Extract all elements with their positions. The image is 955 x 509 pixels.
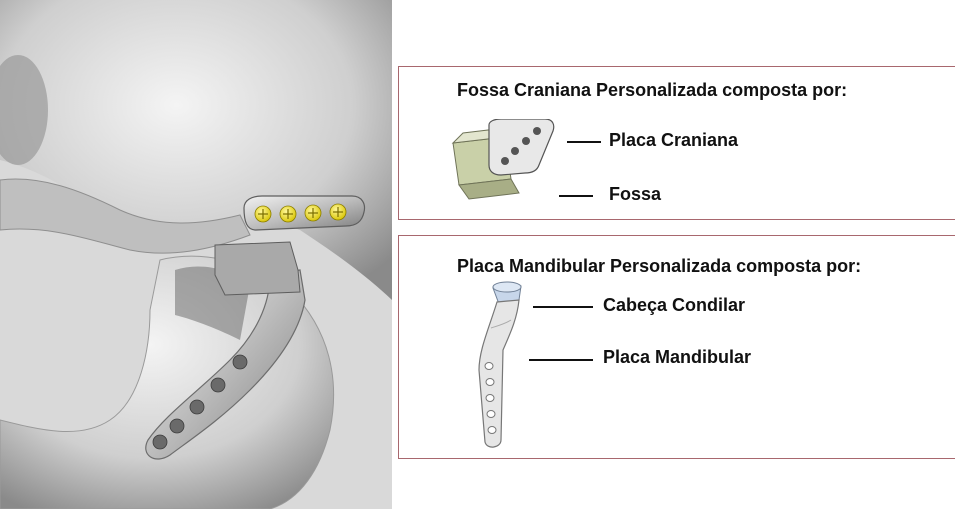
cabeca-condilar-label: Cabeça Condilar bbox=[603, 295, 745, 316]
skull-implant-render bbox=[0, 0, 392, 509]
fossa-label: Fossa bbox=[609, 184, 661, 205]
mandibular-panel: Placa Mandibular Personalizada composta … bbox=[398, 235, 955, 459]
cabeca-condilar-leader bbox=[533, 306, 593, 308]
placa-mandibular-label: Placa Mandibular bbox=[603, 347, 751, 368]
placa-craniana-leader bbox=[567, 141, 601, 143]
placa-craniana-label: Placa Craniana bbox=[609, 130, 738, 151]
mandibular-plate-illustration bbox=[467, 280, 527, 452]
mandibular-panel-title: Placa Mandibular Personalizada composta … bbox=[457, 256, 861, 277]
fossa-block-render bbox=[215, 242, 300, 295]
placa-mandibular-leader bbox=[529, 359, 593, 361]
fossa-panel: Fossa Craniana Personalizada composta po… bbox=[398, 66, 955, 220]
fossa-leader bbox=[559, 195, 593, 197]
fossa-assembly-illustration bbox=[449, 119, 557, 207]
fossa-panel-title: Fossa Craniana Personalizada composta po… bbox=[457, 80, 847, 101]
